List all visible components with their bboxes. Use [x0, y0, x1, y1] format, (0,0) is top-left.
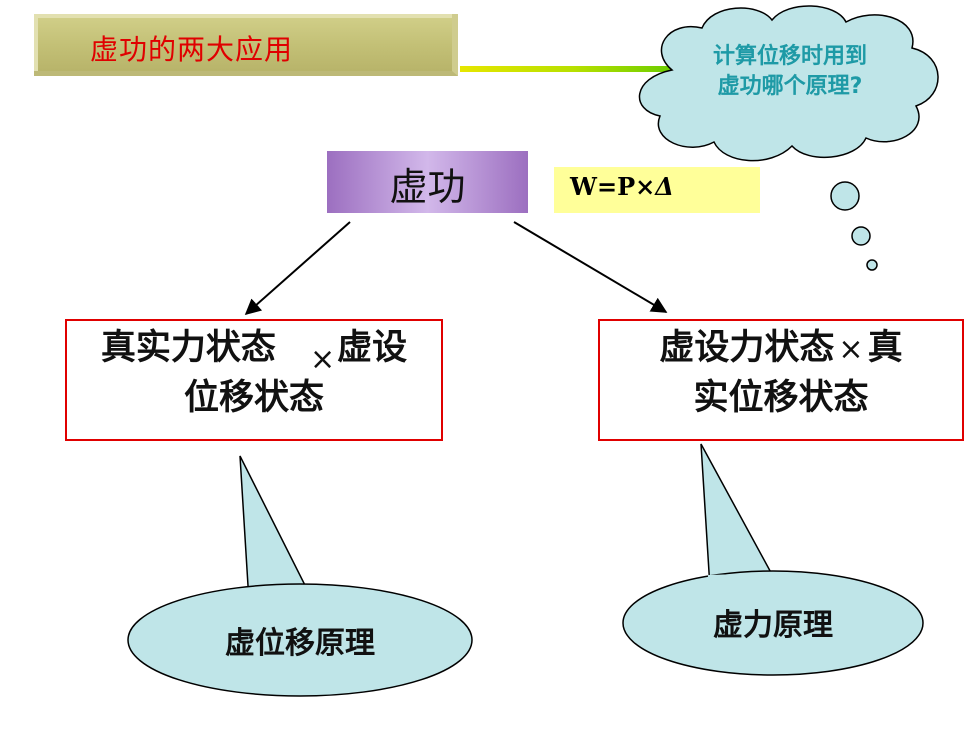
title-banner [34, 14, 458, 76]
title-underline [460, 66, 710, 72]
virtual-force-principle: 虚力原理 [713, 608, 833, 643]
formula-delta: Δ [655, 172, 674, 201]
thought-cloud [638, 5, 939, 162]
right-state-box [598, 319, 964, 441]
left-line-1b: 虚设 [337, 328, 408, 368]
slide-title: 虚功的两大应用 [90, 33, 294, 66]
formula: W=P×Δ [570, 172, 674, 201]
left-callout-shape [127, 455, 473, 697]
right-times: × [838, 332, 864, 367]
left-line-1: 真实力状态 ×虚设 [70, 324, 438, 377]
right-callout-shape [622, 443, 924, 676]
left-line-2: 位移状态 [183, 378, 324, 418]
right-line-1: 虚设力状态×真 [603, 324, 959, 374]
formula-box [554, 167, 760, 213]
left-line-1a: 真实力状态 [100, 328, 276, 368]
right-line-1b: 真 [867, 328, 903, 368]
virtual-displacement-principle: 虚位移原理 [225, 626, 375, 661]
cloud-line-1: 计算位移时用到 [712, 44, 867, 69]
left-state-text: 真实力状态 ×虚设 位移状态 [70, 324, 438, 422]
left-state-box [65, 319, 443, 441]
right-arrow [513, 221, 668, 313]
left-times: × [310, 342, 336, 377]
cloud-line-2: 虚功哪个原理? [717, 74, 863, 99]
thought-bubble-small [866, 259, 878, 271]
left-arrow [244, 221, 351, 316]
virtual-work-label: 虚功 [389, 165, 466, 209]
thought-bubble-large [830, 181, 860, 211]
virtual-work-box [327, 151, 528, 213]
thought-bubble-medium [851, 226, 871, 246]
right-line-2: 实位移状态 [693, 378, 869, 418]
cloud-question: 计算位移时用到 虚功哪个原理? [660, 42, 920, 102]
right-state-text: 虚设力状态×真 实位移状态 [603, 324, 959, 422]
right-line-1a: 虚设力状态 [659, 328, 835, 368]
